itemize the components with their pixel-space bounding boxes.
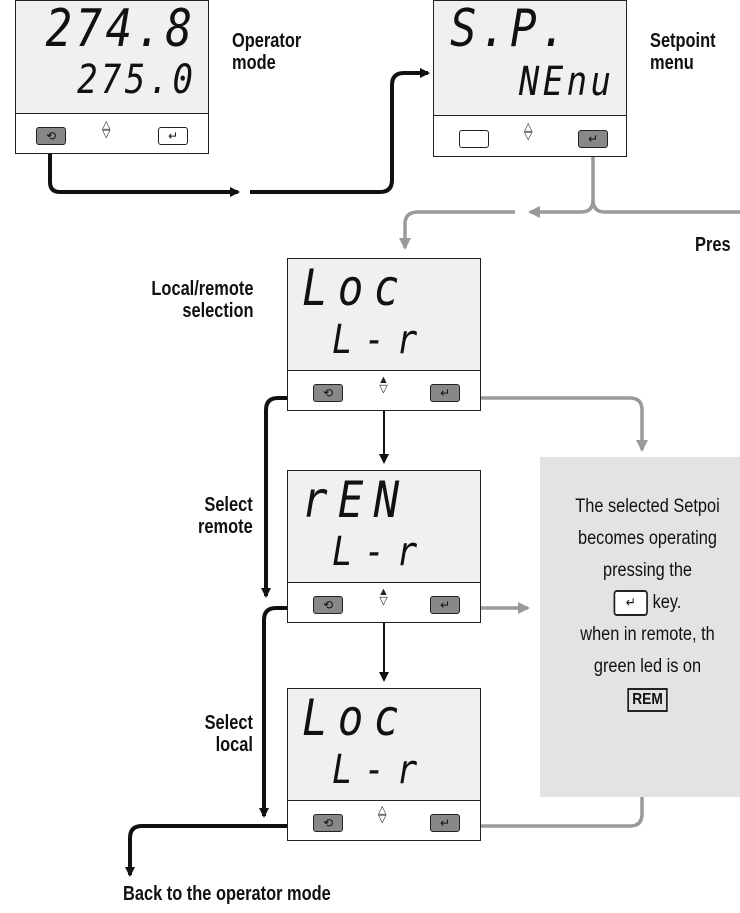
enter-arrow-icon: ↵ [613, 589, 649, 616]
operator-mode-label: Operator mode [232, 30, 302, 74]
info-line-2: becomes operating [578, 528, 717, 549]
cycle-arrow-icon: ⟲ [322, 598, 334, 612]
info-line-1: The selected Setpoi [575, 496, 720, 517]
arrow-back-to-operator [125, 824, 318, 877]
enter-arrow-icon: ↵ [439, 816, 451, 830]
operator-display-top: 274.8 [45, 0, 196, 59]
enter-key[interactable]: ↵ [578, 130, 608, 148]
arrow-gap-to-setpoint [250, 68, 430, 194]
enter-arrow-icon: ↵ [439, 386, 451, 400]
enter-arrow-icon: ↵ [439, 598, 451, 612]
rem-display-bottom: L-r [332, 529, 430, 575]
scroll-key[interactable]: ⟲ [313, 596, 343, 614]
scroll-key[interactable] [459, 130, 489, 148]
enter-arrow-icon: ↵ [587, 132, 599, 146]
info-line-6: green led is on [593, 656, 702, 677]
select-remote-label: Select remote [198, 494, 253, 538]
up-down-triangle-icon[interactable]: ▲▽ [378, 586, 389, 607]
enter-key[interactable]: ↵ [430, 596, 460, 614]
loc2-display-top: Loc [302, 689, 410, 747]
enter-key[interactable]: ↵ [158, 127, 188, 145]
loc1-display-bottom: L-r [332, 317, 430, 363]
enter-key[interactable]: ↵ [430, 814, 460, 832]
loc-device-1: Loc L-r ⟲ ▲▽ ↵ [287, 258, 481, 411]
info-line-5: when in remote, th [580, 624, 715, 645]
up-down-triangle-icon[interactable]: ▲▽ [378, 374, 389, 395]
info-line-4: ↵ key. [555, 587, 740, 619]
scroll-key[interactable]: ⟲ [313, 814, 343, 832]
select-local-label: Select local [204, 712, 253, 756]
arrow-operator-to-gap [48, 152, 240, 197]
arrow-rem-scroll-down [259, 606, 318, 818]
local-remote-label: Local/remote selection [150, 278, 253, 322]
setpoint-menu-label: Setpoint menu [650, 30, 716, 74]
loc1-screen: Loc L-r [288, 259, 480, 371]
loc-device-2: Loc L-r ⟲ △▽ ↵ [287, 688, 481, 841]
setpoint-display-top: S.P. [450, 0, 571, 59]
arrow-setpoint-to-branch [591, 155, 740, 214]
rem-device: rEN L-r ⟲ ▲▽ ↵ [287, 470, 481, 623]
enter-arrow-icon: ↵ [167, 129, 179, 143]
setpoint-screen: S.P. NEnu [434, 0, 626, 116]
loc1-display-top: Loc [302, 259, 410, 317]
scroll-key[interactable]: ⟲ [36, 127, 66, 145]
info-key-text: key. [652, 592, 682, 613]
arrow-into-loc [399, 210, 515, 250]
operator-device: 274.8 275.0 ⟲ △▽ ↵ [15, 0, 209, 154]
up-down-triangle-icon[interactable]: △▽ [102, 119, 111, 140]
arrow-loc1-enter-to-info [455, 396, 648, 452]
setpoint-display-bottom: NEnu [518, 59, 614, 105]
setpoint-keypad: △▽ ↵ [434, 117, 626, 156]
operator-display-bottom: 275.0 [76, 57, 196, 103]
cycle-arrow-icon: ⟲ [322, 386, 334, 400]
rem-badge: REM [627, 688, 668, 712]
arrow-loc2-enter-to-info [455, 768, 648, 828]
loc1-keypad: ⟲ ▲▽ ↵ [288, 372, 480, 410]
arrow-branch-left [528, 199, 595, 218]
cycle-arrow-icon: ⟲ [45, 129, 57, 143]
info-line-7: REM [555, 683, 740, 715]
loc2-screen: Loc L-r [288, 689, 480, 801]
setpoint-device: S.P. NEnu △▽ ↵ [433, 0, 627, 157]
operator-screen: 274.8 275.0 [16, 0, 208, 114]
rem-keypad: ⟲ ▲▽ ↵ [288, 584, 480, 622]
info-line-3: pressing the [602, 560, 693, 581]
cycle-arrow-icon: ⟲ [322, 816, 334, 830]
loc2-keypad: ⟲ △▽ ↵ [288, 802, 480, 840]
rem-screen: rEN L-r [288, 471, 480, 583]
up-down-triangle-icon[interactable]: △▽ [524, 121, 533, 142]
arrow-loc1-scroll-down [261, 396, 318, 598]
operator-keypad: ⟲ △▽ ↵ [16, 115, 208, 153]
back-to-operator-label: Back to the operator mode [123, 883, 331, 905]
loc2-display-bottom: L-r [332, 747, 430, 793]
press-label: Pres [695, 234, 731, 256]
rem-display-top: rEN [302, 471, 410, 529]
enter-key[interactable]: ↵ [430, 384, 460, 402]
scroll-key[interactable]: ⟲ [313, 384, 343, 402]
info-box: The selected Setpoi becomes operating pr… [540, 457, 740, 797]
up-down-triangle-icon[interactable]: △▽ [378, 804, 387, 825]
info-text: The selected Setpoi becomes operating pr… [555, 491, 740, 715]
